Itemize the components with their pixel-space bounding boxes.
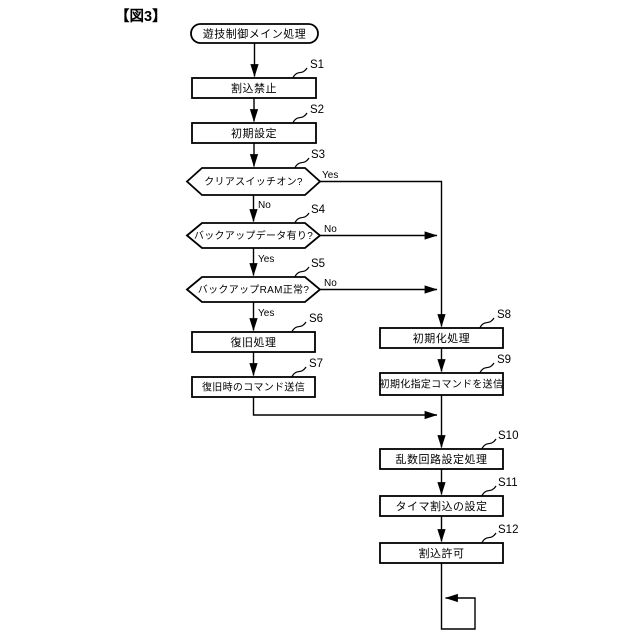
start-terminal-shape — [190, 23, 319, 44]
step-s10-text: 乱数回路設定処理 — [396, 452, 488, 466]
step-s7-text: 復旧時のコマンド送信 — [202, 381, 305, 394]
step-s11-callout — [481, 485, 497, 496]
step-s10-callout — [481, 438, 497, 449]
step-s7-id: S7 — [309, 358, 323, 370]
step-s7-box — [191, 376, 316, 398]
step-s1-id: S1 — [310, 59, 324, 71]
step-s2: 初期設定 S2 — [191, 104, 324, 144]
step-s2-text: 初期設定 — [231, 126, 277, 140]
step-s3-decision — [185, 167, 322, 196]
step-s7-callout — [291, 366, 307, 377]
flow-s12-loop-back — [440, 563, 476, 630]
step-s12-text: 割込許可 — [419, 546, 465, 560]
step-s9-id: S9 — [497, 354, 511, 366]
step-s8-callout — [479, 317, 495, 328]
step-s12-callout — [481, 532, 497, 543]
start-terminal-label: 遊技制御メイン処理 — [203, 27, 307, 41]
step-s5-decision — [185, 276, 322, 303]
step-s4-decision — [185, 222, 322, 249]
step-s5: バックアップRAM正常? S5 No Yes — [185, 258, 337, 319]
step-s1: 割込禁止 S1 — [191, 59, 324, 99]
step-s5-text: バックアップRAM正常? — [198, 283, 310, 296]
step-s5-no-label: No — [324, 278, 337, 289]
step-s11: タイマ割込の設定 S11 — [379, 477, 518, 517]
step-s10: 乱数回路設定処理 S10 — [379, 430, 518, 470]
flow-s3-yes-to-s8 — [320, 180, 446, 328]
step-s3-id: S3 — [311, 149, 325, 161]
step-s11-id: S11 — [498, 477, 518, 489]
step-s12-box — [379, 542, 504, 564]
step-s11-box — [379, 495, 504, 517]
step-s2-id: S2 — [310, 104, 324, 116]
step-s1-text: 割込禁止 — [231, 81, 277, 95]
step-s7: 復旧時のコマンド送信 S7 — [191, 358, 323, 398]
step-s11-text: タイマ割込の設定 — [396, 499, 488, 513]
step-s3: クリアスイッチオン? S3 Yes No — [185, 149, 338, 211]
step-s4-callout — [294, 212, 310, 223]
step-s6-text: 復旧処理 — [231, 336, 277, 349]
step-s9: 初期化指定コマンドを送信 S9 — [379, 354, 511, 396]
step-s9-text: 初期化指定コマンドを送信 — [380, 378, 504, 391]
step-s4: バックアップデータ有り? S4 No Yes — [185, 204, 337, 265]
step-s6-box — [191, 331, 316, 353]
step-s8-id: S8 — [497, 309, 511, 321]
figure-label: 【図3】 — [115, 8, 167, 25]
step-s2-box — [191, 122, 317, 144]
step-s6-callout — [291, 321, 307, 332]
step-s8-text: 初期化処理 — [413, 331, 471, 345]
flow-s7-to-junction — [252, 397, 438, 420]
step-s5-yes-label: Yes — [258, 308, 274, 319]
step-s12-id: S12 — [498, 524, 518, 536]
step-s9-callout — [479, 362, 495, 373]
step-s3-yes-label: Yes — [322, 170, 338, 181]
step-s8: 初期化処理 S8 — [379, 309, 511, 349]
step-s8-box — [379, 327, 504, 349]
step-s4-no-label: No — [324, 224, 337, 235]
step-s10-id: S10 — [498, 430, 518, 442]
step-s5-callout — [294, 266, 310, 277]
step-s4-yes-label: Yes — [258, 254, 274, 265]
step-s6: 復旧処理 S6 — [191, 313, 323, 353]
step-s4-text: バックアップデータ有り? — [194, 229, 313, 242]
step-s3-no-label: No — [258, 200, 271, 211]
step-s4-id: S4 — [311, 204, 326, 216]
step-s6-id: S6 — [309, 313, 323, 325]
step-s9-box — [379, 372, 504, 396]
step-s5-id: S5 — [311, 258, 325, 270]
step-s10-box — [379, 448, 504, 470]
step-s2-callout — [292, 112, 308, 123]
step-s3-text: クリアスイッチオン? — [204, 176, 303, 188]
step-s1-box — [191, 77, 317, 99]
step-s12: 割込許可 S12 — [379, 524, 518, 564]
step-s1-callout — [292, 67, 308, 78]
start-terminal: 遊技制御メイン処理 — [190, 23, 319, 44]
step-s3-callout — [294, 157, 310, 168]
